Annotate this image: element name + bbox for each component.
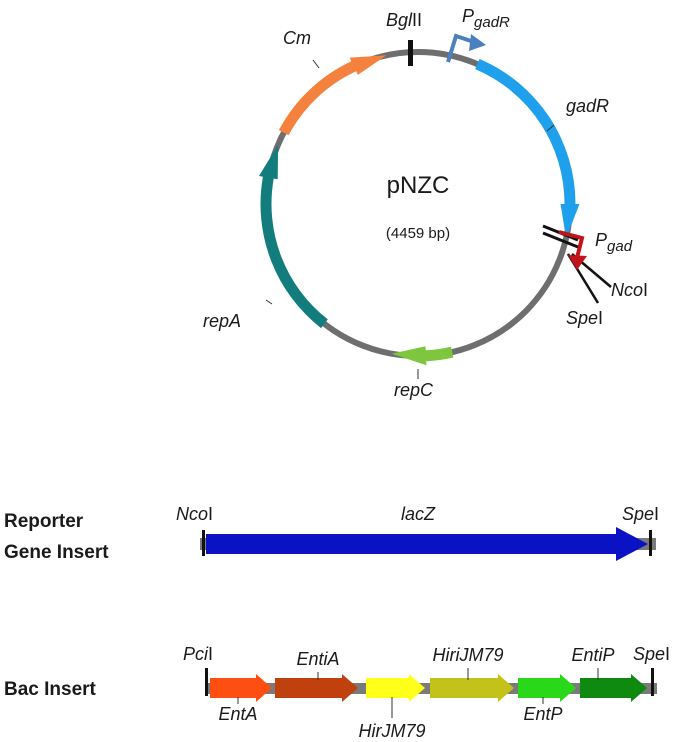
reporter-gene-insert: Reporter Gene Insert lacZ NcoI SpeI xyxy=(4,504,659,563)
bac-right-site-marker xyxy=(651,668,654,696)
plasmid-map: BglII PgadR Cm gadR pNZC (4459 bp) Pgad … xyxy=(203,6,648,400)
gadr-label: gadR xyxy=(566,96,609,116)
bac-gene-arrow-hirjm79 xyxy=(366,674,425,702)
bac-gene-arrow-entp xyxy=(518,674,576,702)
lacz-label: lacZ xyxy=(401,504,436,524)
plasmid-size: (4459 bp) xyxy=(386,225,450,242)
reporter-right-site-label: SpeI xyxy=(622,504,659,524)
repa-label: repA xyxy=(203,311,241,331)
reporter-title-line2: Gene Insert xyxy=(4,542,109,563)
pgad-arrowhead xyxy=(568,255,587,270)
bac-gene-label: EntA xyxy=(218,704,257,724)
gadr-leader xyxy=(546,124,555,132)
bac-gene-arrow-entia xyxy=(275,674,358,702)
cm-label: Cm xyxy=(283,28,311,48)
repc-gene-arrow xyxy=(391,346,454,366)
spei-label: SpeI xyxy=(566,308,603,328)
bac-gene-label: HirJM79 xyxy=(358,721,425,741)
bac-gene-label: EntP xyxy=(523,704,562,724)
bac-gene-arrow-enta xyxy=(210,674,272,702)
spei-site-marker-2 xyxy=(542,231,579,249)
pgadr-arrowhead xyxy=(469,34,486,51)
reporter-left-site-label: NcoI xyxy=(176,504,213,524)
reporter-right-site-marker xyxy=(649,530,652,556)
repa-gene-arrow xyxy=(259,144,328,329)
ncoi-label: NcoI xyxy=(611,280,648,300)
bac-gene-arrow-hirijm79 xyxy=(430,674,514,702)
reporter-left-site-marker xyxy=(202,530,205,556)
reporter-title: Reporter xyxy=(4,511,84,532)
bac-insert: Bac Insert PciI SpeI EntA EntiA HirJM79 Hir… xyxy=(4,644,670,741)
repa-leader xyxy=(265,299,273,305)
cm-gene-arrow xyxy=(278,55,387,136)
bac-gene-label: EntiP xyxy=(571,645,614,665)
bac-title: Bac Insert xyxy=(4,679,97,700)
bglii-site-marker xyxy=(408,40,413,66)
bac-left-site-marker xyxy=(205,668,208,696)
pgad-label: Pgad xyxy=(595,230,633,255)
plasmid-name: pNZC xyxy=(387,172,450,199)
bac-gene-arrow-entip xyxy=(580,674,647,702)
repc-label: repC xyxy=(394,380,434,400)
bac-gene-label: EntiA xyxy=(296,649,339,669)
bglii-label: BglII xyxy=(386,10,422,30)
bac-gene-label: HiriJM79 xyxy=(432,645,503,665)
lacz-gene-arrow xyxy=(206,527,648,561)
bac-left-site-label: PciI xyxy=(183,644,213,664)
bac-right-site-label: SpeI xyxy=(633,644,670,664)
pgadr-label: PgadR xyxy=(462,6,510,31)
cm-leader xyxy=(312,59,320,69)
pgadr-promoter-arrow xyxy=(446,33,475,63)
pgad-promoter-arrow xyxy=(558,230,585,259)
gadr-gene-arrow xyxy=(475,59,580,239)
